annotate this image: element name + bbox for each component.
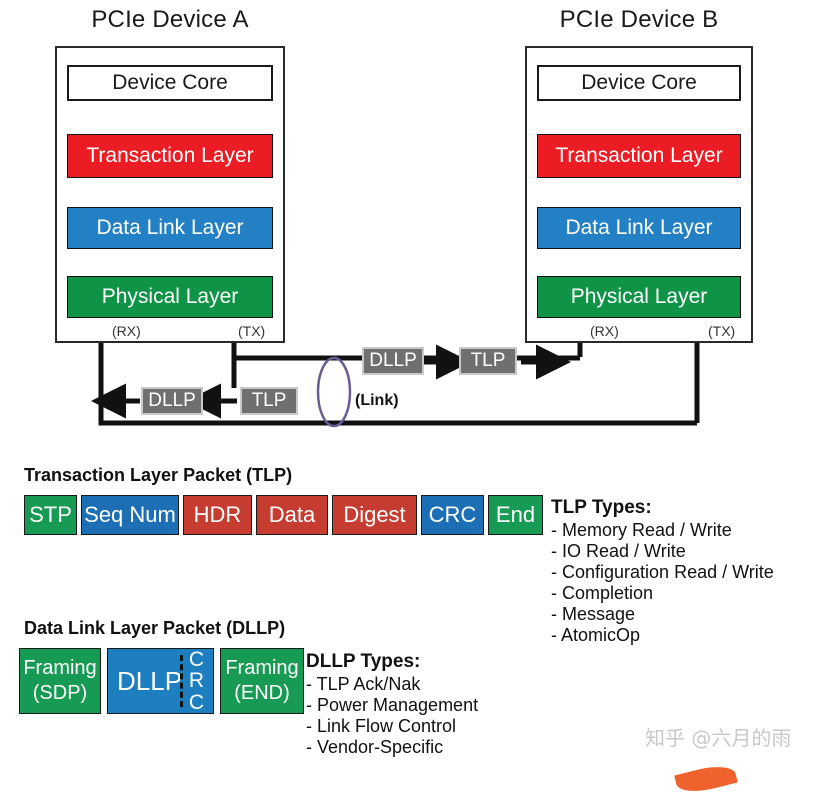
dllp-type-item: - TLP Ack/Nak [306, 674, 421, 694]
watermark-text: 知乎 @六月的雨 [645, 726, 792, 750]
device-b-physical-layer: Physical Layer [537, 276, 741, 318]
dllp-crc-r: R [188, 669, 204, 693]
dllp-section-heading: Data Link Layer Packet (DLLP) [24, 618, 286, 638]
tlp-type-item: - Memory Read / Write [551, 520, 732, 540]
dllp-framing-sdp: Framing (SDP) [19, 648, 101, 714]
device-a-title: PCIe Device A [91, 6, 249, 33]
link-label: (Link) [355, 392, 399, 409]
dllp-framing-end-line1: Framing [225, 657, 299, 679]
device-a-transaction-layer: Transaction Layer [67, 134, 273, 178]
dllp-body-label: DLLP [117, 665, 183, 696]
dllp-crc-c1: C [188, 647, 204, 671]
tlp-field-seq-num: Seq Num [81, 495, 179, 535]
tlp-type-item: - IO Read / Write [551, 541, 686, 561]
tlp-type-item: - Configuration Read / Write [551, 562, 774, 582]
dllp-types-list: - TLP Ack/Nak - Power Management - Link … [306, 674, 478, 758]
tlp-section-heading: Transaction Layer Packet (TLP) [24, 465, 293, 485]
device-a-core: Device Core [67, 65, 273, 101]
device-b-core: Device Core [537, 65, 741, 101]
link-chip-upper-tlp: TLP [459, 347, 517, 375]
tlp-types-heading: TLP Types: [551, 497, 652, 518]
tlp-field-end: End [488, 495, 543, 535]
link-ellipse-marker [316, 356, 352, 428]
dllp-type-item: - Link Flow Control [306, 716, 457, 736]
dllp-framing-sdp-line2: (SDP) [32, 682, 88, 704]
dllp-crc-c2: C [188, 690, 204, 714]
device-a-tx-label: (TX) [238, 323, 266, 339]
dllp-framing-end-line2: (END) [234, 682, 290, 704]
dllp-body: DLLP C R C [107, 648, 214, 714]
dllp-framing-sdp-line1: Framing [23, 657, 97, 679]
dllp-type-item: - Vendor-Specific [306, 737, 444, 757]
link-lower-path [98, 357, 697, 426]
tlp-field-crc: CRC [421, 495, 484, 535]
dllp-types-heading: DLLP Types: [306, 651, 421, 672]
link-chip-lower-dllp: DLLP [141, 387, 203, 415]
device-b-transaction-layer: Transaction Layer [537, 134, 741, 178]
tlp-field-hdr: HDR [183, 495, 252, 535]
tlp-field-row: STP Seq Num HDR Data Digest CRC End [24, 495, 543, 535]
tlp-type-item: - Completion [551, 583, 654, 603]
device-b-data-link-layer: Data Link Layer [537, 207, 741, 249]
tlp-field-data: Data [256, 495, 328, 535]
dllp-type-item: - Power Management [306, 695, 479, 715]
device-a-data-link-layer: Data Link Layer [67, 207, 273, 249]
device-b-tx-label: (TX) [708, 323, 736, 339]
dllp-crc-label: C R C [189, 649, 204, 713]
tlp-types-list: - Memory Read / Write - IO Read / Write … [551, 520, 774, 646]
link-chip-upper-dllp: DLLP [362, 347, 424, 375]
link-chip-lower-tlp: TLP [240, 387, 298, 415]
device-b-title: PCIe Device B [559, 6, 719, 33]
dllp-divider [180, 655, 183, 707]
device-b-rx-label: (RX) [590, 323, 619, 339]
dllp-packet-row: Framing (SDP) DLLP C R C Framing (END) [19, 648, 304, 714]
tlp-type-item: - AtomicOp [551, 625, 641, 645]
dllp-framing-end: Framing (END) [220, 648, 304, 714]
tlp-field-digest: Digest [332, 495, 417, 535]
device-a-physical-layer: Physical Layer [67, 276, 273, 318]
tlp-type-item: - Message [551, 604, 636, 624]
tlp-field-stp: STP [24, 495, 77, 535]
device-a-rx-label: (RX) [112, 323, 141, 339]
